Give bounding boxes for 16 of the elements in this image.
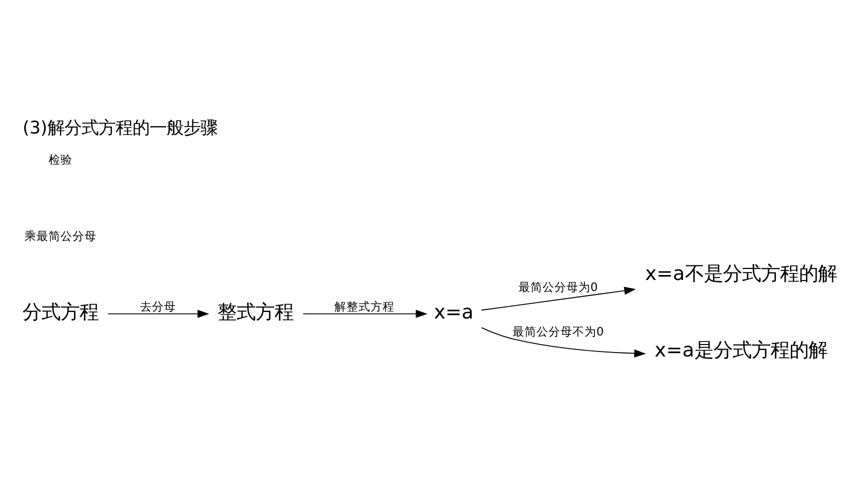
- arrow: [302, 309, 428, 318]
- node-text: x=a: [434, 300, 474, 324]
- node-text: 分式方程: [22, 300, 98, 324]
- label: 乘最简公分母: [24, 228, 96, 243]
- edge-label: 最简公分母为0: [518, 280, 598, 294]
- arrow: [481, 326, 646, 357]
- node-text: x=a是分式方程的解: [654, 338, 828, 362]
- edge-label: 解整式方程: [334, 299, 395, 314]
- edge-label: 去分母: [140, 299, 176, 314]
- diagram-title: (3)解分式方程的一般步骤: [22, 118, 218, 138]
- node-text: 整式方程: [217, 300, 294, 324]
- edge-label: 最简公分母不为0: [512, 324, 604, 338]
- arrow: [481, 286, 636, 310]
- arrow: [108, 309, 210, 318]
- label: 检验: [48, 152, 72, 166]
- node-text: x=a不是分式方程的解: [645, 261, 837, 284]
